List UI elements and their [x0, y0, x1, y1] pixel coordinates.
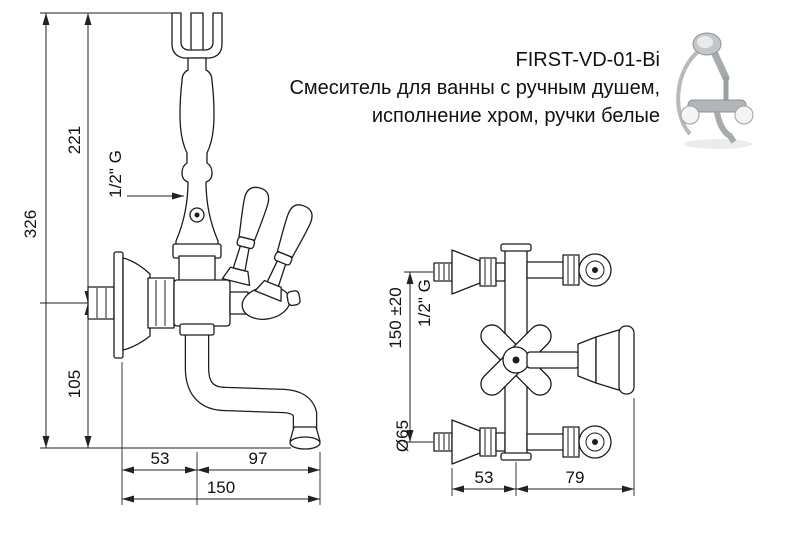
- front-dimensions: 326 221 105 1/2" G 53 97 150: [21, 12, 321, 505]
- wall-flange-plate: [113, 251, 124, 359]
- side-inlet-bottom: [433, 419, 506, 465]
- side-hub-top: [526, 253, 612, 287]
- spout-photo: [714, 111, 737, 144]
- photo-shadow: [684, 139, 752, 149]
- dim-front-total-height: 326: [21, 210, 40, 238]
- shower-handle: [710, 48, 730, 82]
- front-column: [175, 57, 219, 249]
- front-handles: [221, 183, 318, 302]
- dim-side-thread: 1/2" G: [415, 279, 434, 327]
- dim-front-upper-height: 221: [65, 126, 84, 154]
- side-dimensions: 150 ±20 1/2" G Ø65 53 79: [386, 271, 635, 496]
- dim-side-axis-to-handle: 79: [566, 468, 585, 487]
- dim-side-wall-to-axis: 53: [475, 468, 494, 487]
- wall-fitting-block: [87, 286, 115, 320]
- hex-nut: [147, 277, 175, 329]
- product-description-line1: Смеситель для ванны с ручным душем,: [289, 77, 660, 99]
- front-spout: [184, 322, 321, 450]
- front-view: 326 221 105 1/2" G 53 97 150: [21, 12, 321, 505]
- product-code: FIRST-VD-01-Bi: [515, 49, 660, 71]
- dim-front-lower-height: 105: [65, 370, 84, 398]
- dim-side-flange-diameter: Ø65: [393, 420, 412, 452]
- dim-front-wall-to-spout: 53: [151, 449, 170, 468]
- side-handle: [526, 325, 635, 395]
- dim-front-thread: 1/2" G: [106, 150, 125, 198]
- handle-left: [221, 183, 274, 287]
- product-description-line2: исполнение хром, ручки белые: [371, 105, 660, 127]
- dim-side-inlet-spacing: 150 ±20: [386, 287, 405, 348]
- white-handle-right: [734, 105, 754, 125]
- shower-hose: [676, 48, 702, 136]
- product-header: FIRST-VD-01-Bi Смеситель для ванны с руч…: [289, 46, 660, 130]
- side-inlet-top: [433, 249, 506, 295]
- shower-head-face: [697, 36, 713, 48]
- side-cross-body: [480, 324, 552, 396]
- side-hub-bottom: [526, 425, 612, 459]
- dim-front-spout-to-tip: 97: [249, 449, 268, 468]
- bell-flange: [122, 257, 151, 351]
- front-shower-cradle: [171, 12, 223, 59]
- mixer-body: [173, 279, 231, 327]
- product-photo: [660, 18, 778, 150]
- white-handle-left: [680, 105, 700, 125]
- front-body: [87, 243, 249, 359]
- dim-front-total-width: 150: [207, 478, 235, 497]
- side-view: 150 ±20 1/2" G Ø65 53 79: [386, 243, 635, 496]
